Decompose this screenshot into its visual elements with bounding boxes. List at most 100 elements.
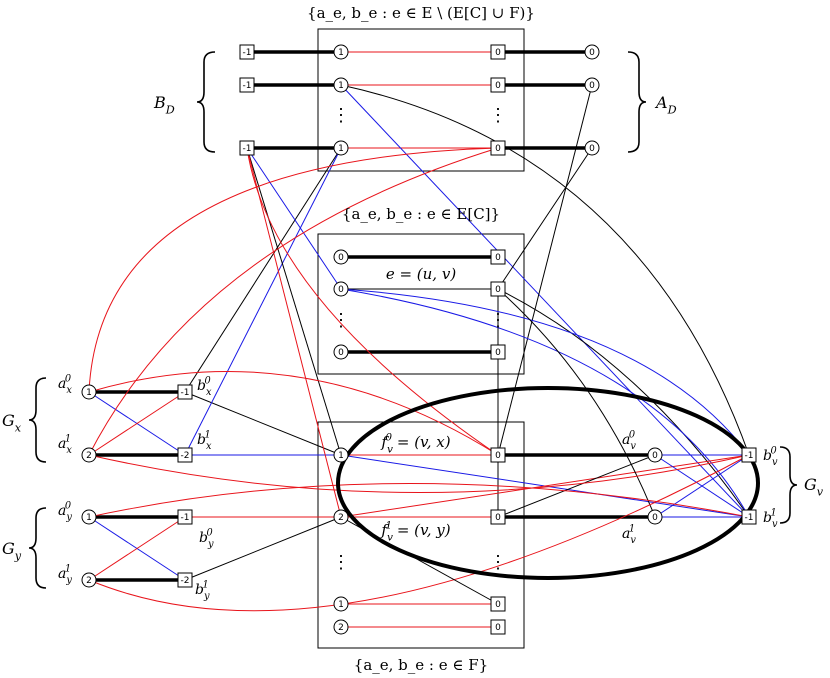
- node-value-ba0: 1: [338, 600, 344, 610]
- node-value-ma0: 0: [338, 253, 344, 263]
- node-bv1: -1: [741, 509, 757, 525]
- node-value-fa1: 2: [338, 513, 344, 523]
- edge-fa1-bv0: [340, 454, 750, 518]
- label-bx0: bx0: [197, 376, 212, 398]
- edge-ax0-tb2: [88, 147, 499, 393]
- gv-cycle-ellipse: [336, 386, 760, 580]
- node-tl2: -1: [239, 140, 255, 156]
- node-bb1: 0: [490, 619, 506, 635]
- edges-layer: [88, 50, 750, 628]
- node-value-tr1: 0: [589, 81, 595, 91]
- top-box: [317, 28, 525, 172]
- nodes-layer: -1 -1 -1 1 1 1 0 0 0 0 0 0 0 0 0 0 0 0 1 2 -1 -2 1 2 -1 -2 1 2 0 0 1 2 0…: [81, 44, 757, 635]
- node-ma2: 0: [333, 344, 349, 360]
- node-value-ta0: 1: [338, 48, 344, 58]
- label-ax1: ax1: [58, 434, 72, 456]
- label-top-set: {a_e, b_e : e ∈ E \ (E[C] ∪ F)}: [307, 4, 535, 22]
- node-value-bx0: -1: [181, 388, 190, 398]
- bottom-box: [317, 421, 525, 649]
- node-bb0: 0: [490, 596, 506, 612]
- node-av0: 0: [647, 447, 663, 463]
- edge-ta1-bv0: [340, 84, 750, 456]
- node-value-fb0: 0: [495, 451, 501, 461]
- node-mb1: 0: [490, 281, 506, 297]
- ellipsis-bot-b: ⋮: [489, 552, 507, 573]
- node-ma0: 0: [333, 249, 349, 265]
- node-tb2: 0: [490, 140, 506, 156]
- node-by1: -2: [177, 572, 193, 588]
- node-fa0: 1: [333, 447, 349, 463]
- label-bv1: bv1: [763, 508, 778, 530]
- node-value-bb0: 0: [495, 600, 501, 610]
- edge-ma1-bv1: [340, 288, 750, 518]
- node-value-bv0: -1: [745, 451, 754, 461]
- brace-AD: [627, 51, 647, 153]
- label-bv0: bv0: [763, 446, 778, 468]
- node-value-tl2: -1: [243, 144, 252, 154]
- edge-bx1-ta2: [184, 147, 342, 456]
- node-ba0: 1: [333, 596, 349, 612]
- node-ay0: 1: [81, 509, 97, 525]
- brace-BD: [196, 51, 216, 153]
- label-f1: fv1 = (v, y): [380, 519, 450, 543]
- ellipsis-bot-a: ⋮: [332, 552, 350, 573]
- node-fb1: 0: [490, 509, 506, 525]
- edge-ax1-bx0: [88, 391, 186, 456]
- edge-mb1-bv1: [497, 288, 750, 518]
- node-value-tr0: 0: [589, 48, 595, 58]
- edge-tl2-fa1: [246, 147, 342, 518]
- brace-Gy: [28, 507, 47, 589]
- node-value-av0: 0: [652, 451, 658, 461]
- node-value-bx1: -2: [181, 451, 190, 461]
- label-bottom-set: {a_e, b_e : e ∈ F}: [354, 656, 488, 674]
- label-av1: av1: [622, 524, 636, 546]
- node-bx1: -2: [177, 447, 193, 463]
- label-BD: BD: [153, 93, 175, 117]
- node-fb0: 0: [490, 447, 506, 463]
- middle-box: [317, 233, 525, 375]
- node-value-mb2: 0: [495, 348, 501, 358]
- label-ay0: ay0: [58, 501, 72, 523]
- edge-ax0-fb0: [88, 370, 499, 456]
- node-value-ma1: 0: [338, 285, 344, 295]
- label-Gx: Gx: [2, 411, 22, 435]
- label-edge-uv: e = (u, v): [386, 265, 457, 283]
- node-value-by0: -1: [181, 513, 190, 523]
- node-value-ax1: 2: [86, 451, 92, 461]
- node-bx0: -1: [177, 384, 193, 400]
- node-value-ba1: 2: [338, 623, 344, 633]
- node-value-ay0: 1: [86, 513, 92, 523]
- node-fa1: 2: [333, 509, 349, 525]
- edge-ta1-bv1: [340, 84, 750, 518]
- ellipsis-mid-a: ⋮: [332, 310, 350, 331]
- label-by1: by1: [195, 580, 210, 602]
- node-value-ta2: 1: [338, 144, 344, 154]
- node-value-ta1: 1: [338, 81, 344, 91]
- node-tr1: 0: [584, 77, 600, 93]
- edge-ay1-by0: [88, 516, 186, 581]
- node-ma1: 0: [333, 281, 349, 297]
- node-tr2: 0: [584, 140, 600, 156]
- ellipsis-mid-b: ⋮: [489, 310, 507, 331]
- node-by0: -1: [177, 509, 193, 525]
- node-mb2: 0: [490, 344, 506, 360]
- edge-fb0-tr1: [497, 84, 593, 456]
- node-value-by1: -2: [181, 576, 190, 586]
- node-value-tl1: -1: [243, 81, 252, 91]
- edge-ax1-tb2: [88, 147, 499, 456]
- node-value-tb1: 0: [495, 81, 501, 91]
- edge-ay0-bv1: [88, 483, 750, 518]
- edge-av1-bv0: [654, 454, 750, 518]
- node-ay1: 2: [81, 572, 97, 588]
- node-tb1: 0: [490, 77, 506, 93]
- node-tr0: 0: [584, 44, 600, 60]
- node-value-mb1: 0: [495, 285, 501, 295]
- edge-ax1-bv0: [88, 454, 750, 493]
- node-value-fa0: 1: [338, 451, 344, 461]
- ellipsis-top-a: ⋮: [332, 105, 350, 126]
- brace-Gx: [28, 377, 47, 463]
- node-value-bv1: -1: [745, 513, 754, 523]
- edge-ma1-bv0: [340, 288, 750, 456]
- node-value-ax0: 1: [86, 388, 92, 398]
